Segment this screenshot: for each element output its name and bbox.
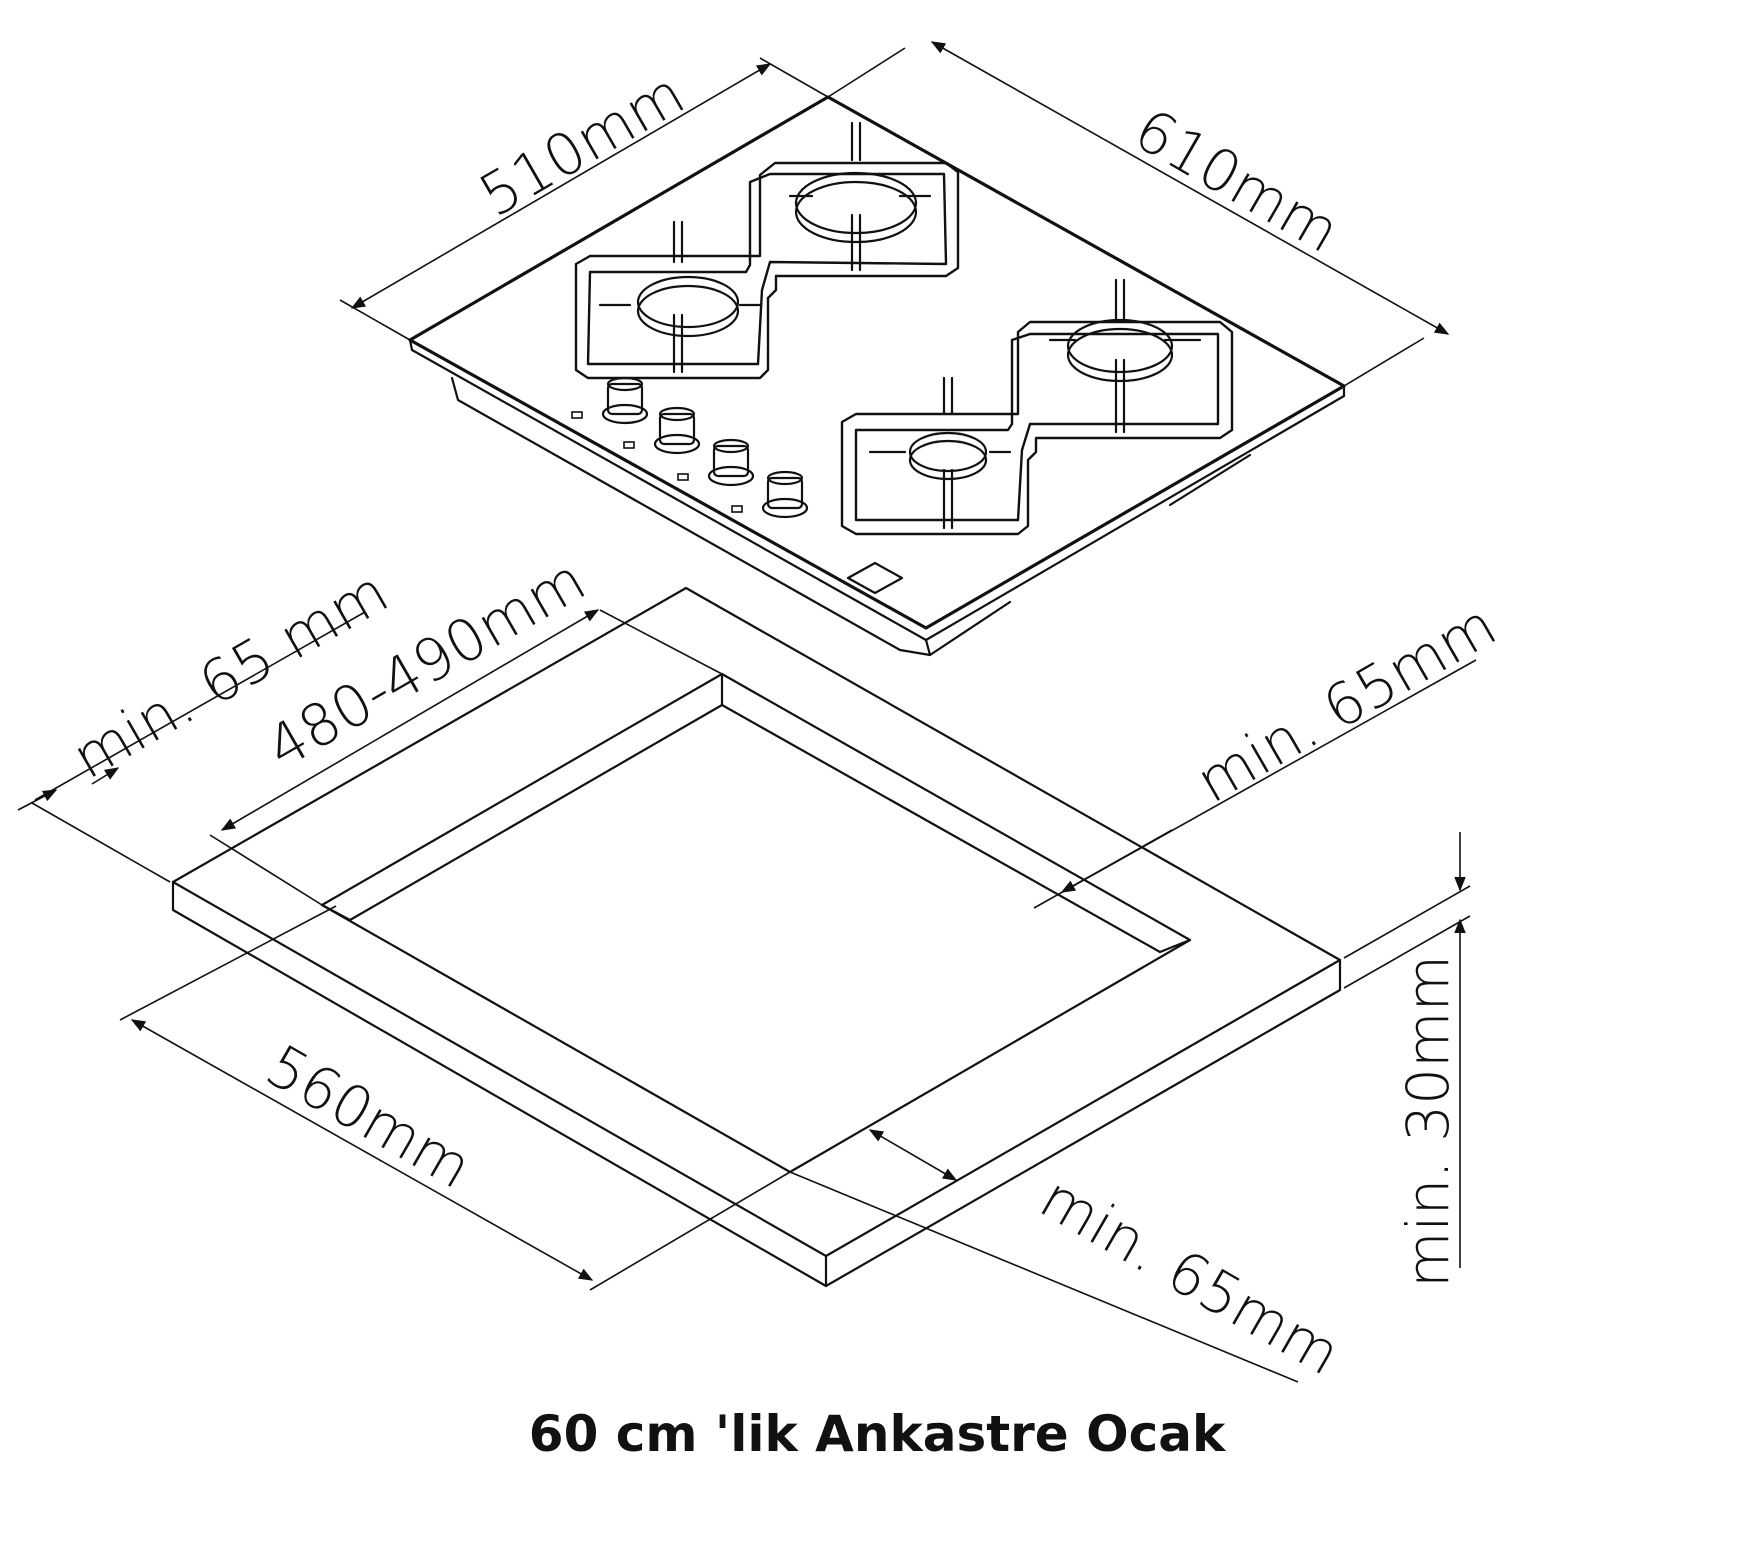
- hob-housing: [450, 376, 1012, 657]
- worktop-cutout: [320, 672, 1192, 1174]
- burner-front-right: [908, 431, 988, 473]
- label-clearance-right: min. 65mm: [1185, 591, 1507, 816]
- burner-rear-right: [1066, 318, 1174, 374]
- label-worktop-thickness: min. 30mm: [1394, 955, 1462, 1288]
- label-hob-width: 610mm: [1123, 95, 1351, 266]
- grate-right: [840, 278, 1234, 536]
- knob-2: [623, 406, 701, 455]
- knob-3: [677, 438, 755, 487]
- dimension-worktop-thickness: min. 30mm: [1343, 832, 1471, 1288]
- dimension-hob-depth: 510mm: [339, 57, 829, 341]
- control-knobs: [571, 376, 809, 519]
- dimension-clearance-right: min. 65mm: [1033, 591, 1507, 909]
- dimension-cutout-width: 560mm: [119, 905, 791, 1291]
- diagram-caption: 60 cm 'lik Ankastre Ocak: [528, 1405, 1226, 1463]
- knob-4: [731, 470, 809, 519]
- worktop: min. 65 mm 480-490mm min. 65mm 560mm min…: [17, 546, 1507, 1389]
- burner-rear-left: [794, 171, 918, 235]
- dimension-cutout-depth: 480-490mm: [209, 546, 723, 906]
- grate-left: [574, 121, 960, 380]
- label-hob-depth: 510mm: [468, 59, 696, 230]
- knob-1: [571, 376, 649, 425]
- hob: 510mm 610mm: [339, 41, 1450, 657]
- burner-front-left: [636, 275, 740, 329]
- brand-badge: [846, 561, 904, 595]
- label-cutout-width: 560mm: [255, 1031, 483, 1202]
- label-clearance-front: min. 65mm: [1029, 1163, 1351, 1388]
